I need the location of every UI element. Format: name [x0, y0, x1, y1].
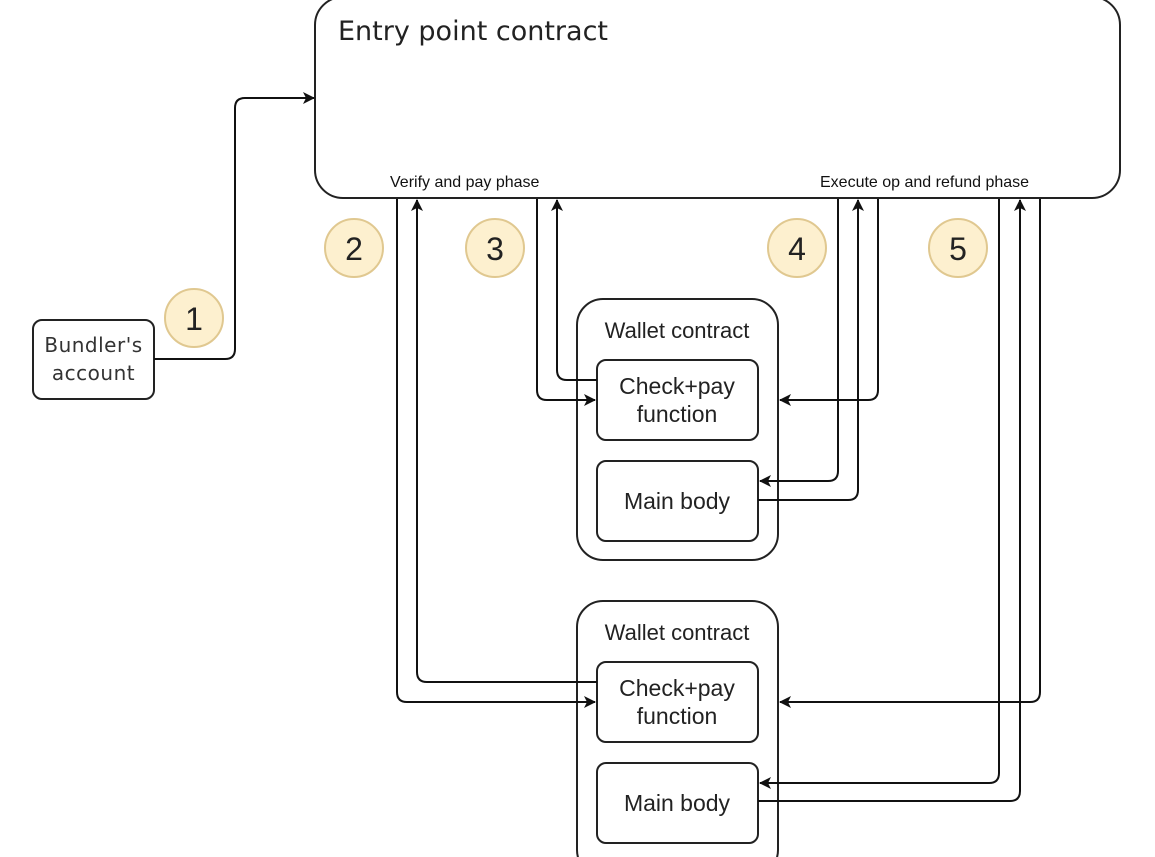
- entry-point-title: Entry point contract: [338, 16, 608, 47]
- execute-phase-label: Execute op and refund phase: [820, 174, 1029, 191]
- arrow-entry-to-wallet2-check: [396, 199, 596, 708]
- step-label-1: 1: [185, 301, 203, 337]
- bundler-label-line1: Bundler's: [44, 333, 142, 357]
- arrow-entry-to-wallet1-check: [536, 199, 596, 406]
- wallet-contract-2: Wallet contract Check+pay function Main …: [576, 600, 779, 857]
- entry-point-box: [314, 0, 1121, 199]
- entry-point-contract: Entry point contract Verify and pay phas…: [314, 0, 1121, 199]
- arrow-entry-to-wallet1-check-postop: [779, 199, 879, 406]
- arrow-bundler-to-entry: [154, 92, 315, 360]
- arrow-wallet2-main-to-entry: [758, 199, 1026, 802]
- wallet-2-title: Wallet contract: [605, 620, 750, 645]
- connectors: [154, 92, 1041, 802]
- arrow-wallet2-check-to-entry: [411, 199, 597, 683]
- wallet-contract-1: Wallet contract Check+pay function Main …: [576, 298, 779, 561]
- arrow-entry-to-wallet2-check-postop: [779, 199, 1041, 708]
- wallet-1-check-pay-box: [596, 359, 759, 441]
- wallet-2-check-pay-line2: function: [637, 703, 718, 729]
- step-label-2: 2: [345, 231, 363, 267]
- bundler-account-box: [32, 319, 155, 400]
- step-badge-5: [928, 218, 988, 278]
- bundler-account: Bundler's account: [32, 319, 155, 400]
- arrow-entry-to-wallet2-main: [759, 199, 1000, 789]
- wallet-2-main-body-box: [596, 762, 759, 844]
- wallet-2-main-body-label: Main body: [624, 790, 731, 816]
- bundler-label-line2: account: [52, 361, 135, 385]
- arrow-wallet1-main-to-entry: [758, 199, 864, 501]
- wallet-1-title: Wallet contract: [605, 318, 750, 343]
- step-badge-2: [324, 218, 384, 278]
- step-label-4: 4: [788, 231, 806, 267]
- arrow-entry-to-wallet1-main: [759, 199, 839, 487]
- wallet-1-check-pay-line1: Check+pay: [619, 373, 735, 399]
- step-badge-3: [465, 218, 525, 278]
- wallet-1-check-pay-line2: function: [637, 401, 718, 427]
- wallet-2-check-pay-line1: Check+pay: [619, 675, 735, 701]
- wallet-2-check-pay-box: [596, 661, 759, 743]
- step-label-5: 5: [949, 231, 967, 267]
- step-badges: 1 2 3 4 5: [164, 218, 988, 348]
- wallet-1-main-body-label: Main body: [624, 488, 731, 514]
- arrow-wallet1-check-to-entry: [551, 199, 597, 381]
- verify-phase-label: Verify and pay phase: [390, 174, 540, 191]
- step-badge-1: [164, 288, 224, 348]
- step-label-3: 3: [486, 231, 504, 267]
- step-badge-4: [767, 218, 827, 278]
